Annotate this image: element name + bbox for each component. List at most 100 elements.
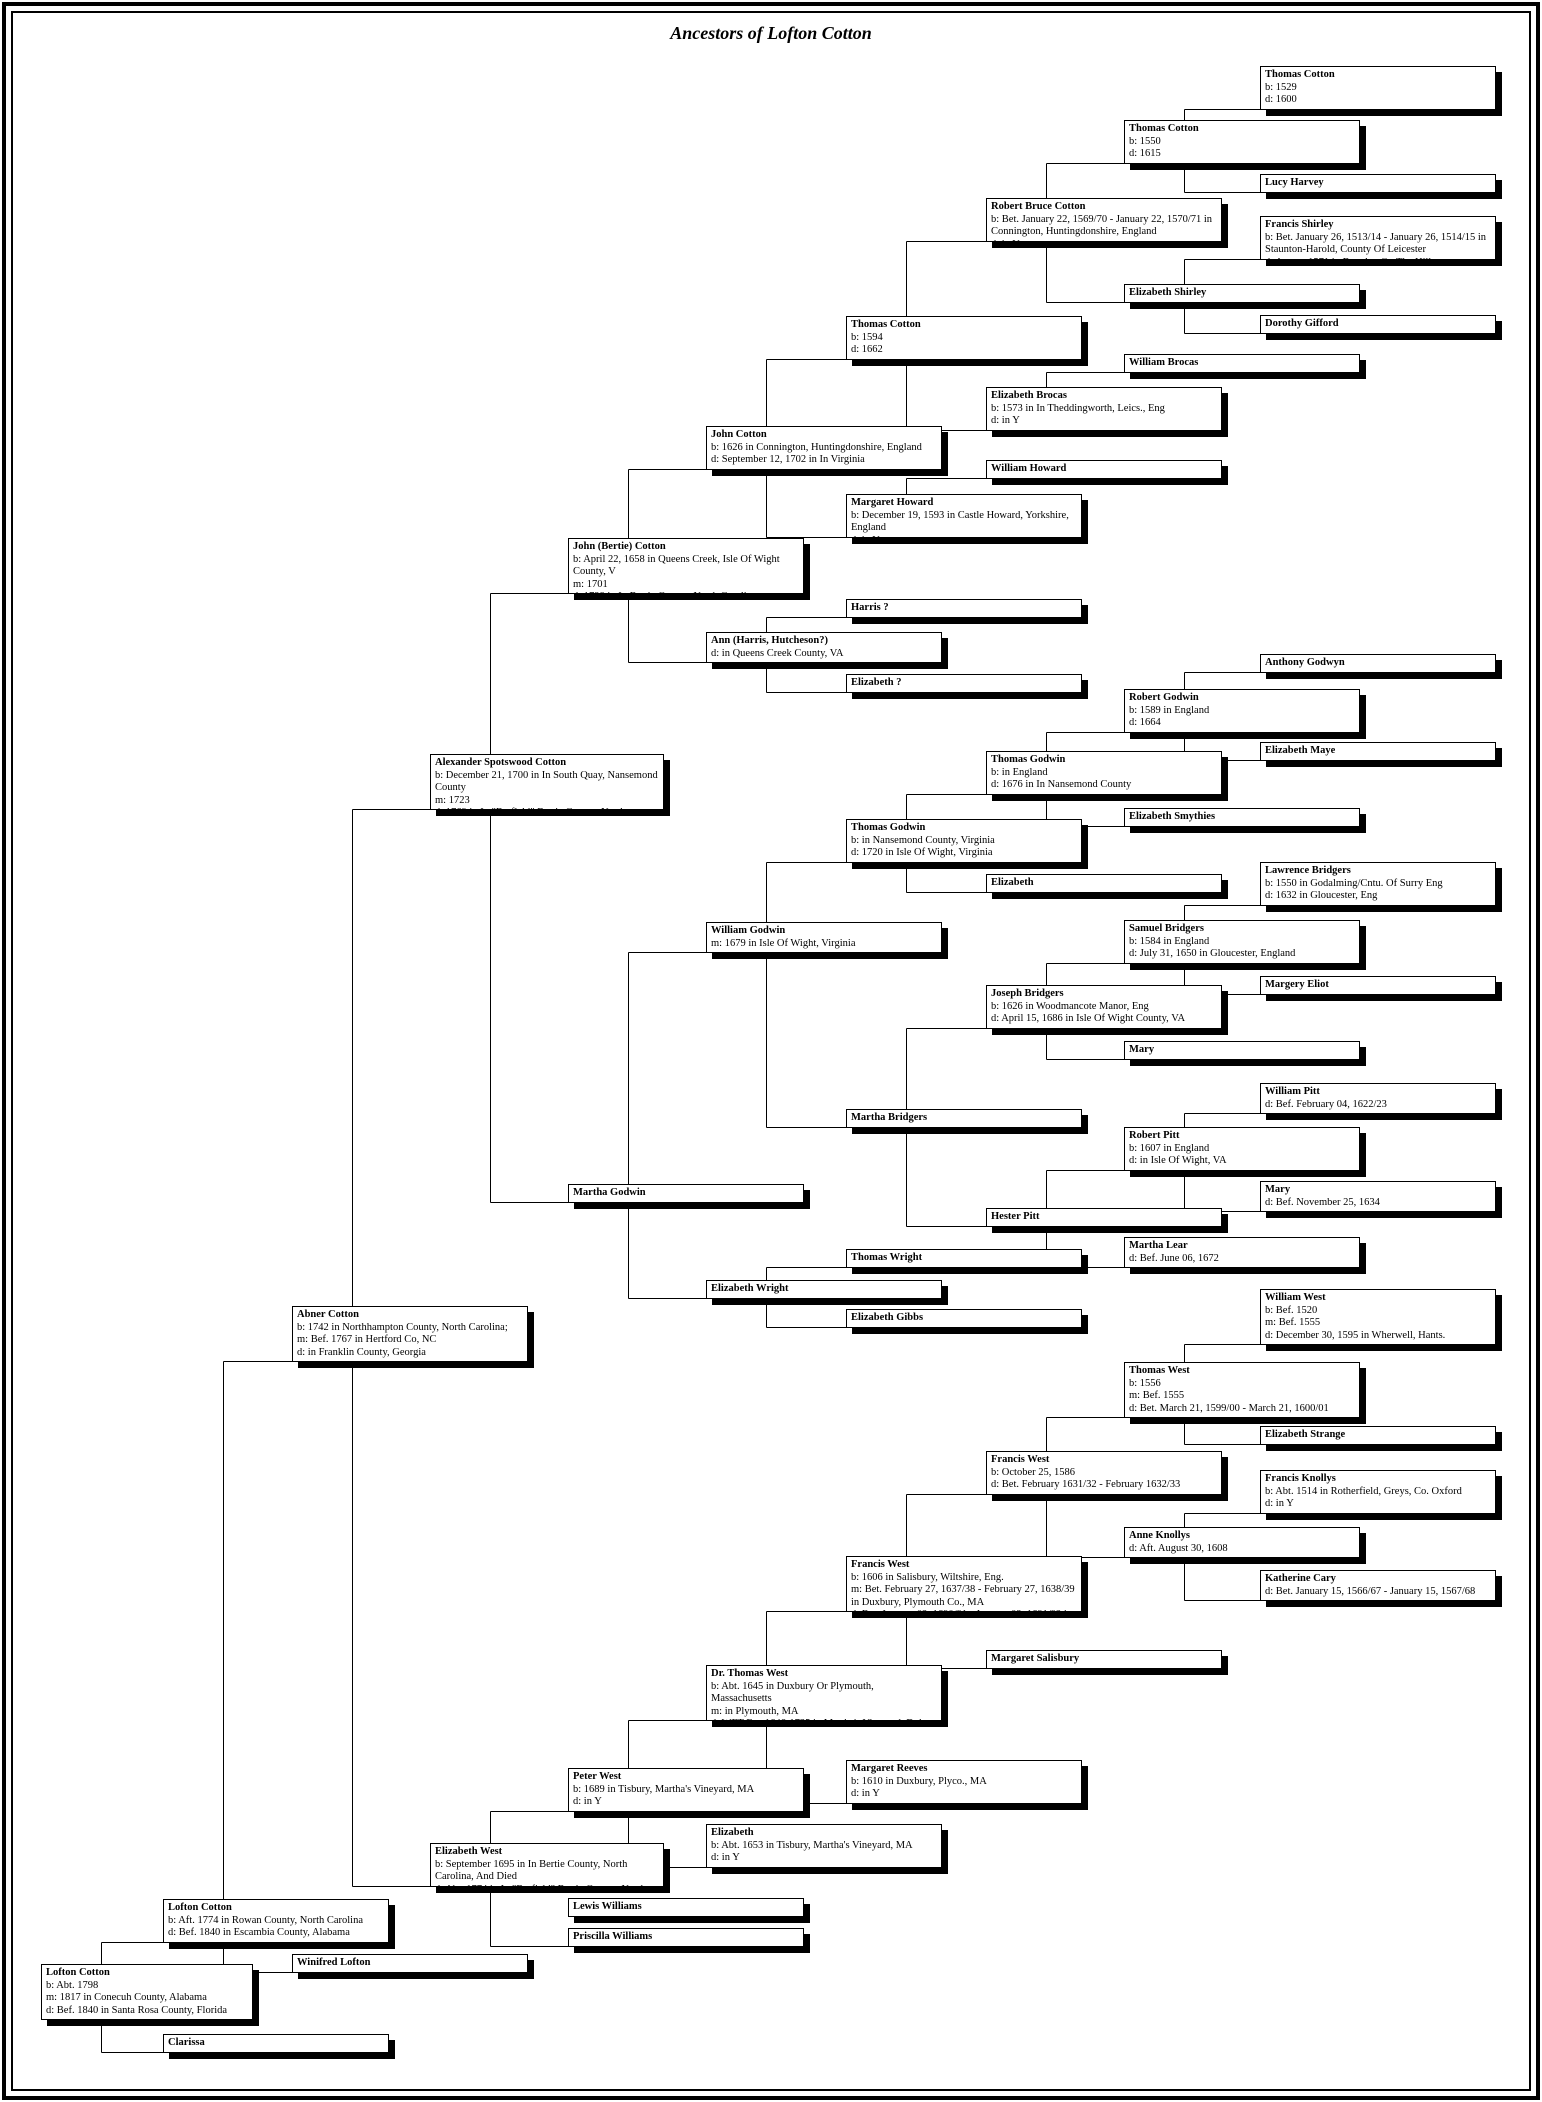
person-name: Margaret Reeves — [851, 1763, 928, 1774]
person-name: Margery Eliot — [1265, 979, 1329, 990]
person-detail: b: December 19, 1593 in Castle Howard, Y… — [851, 509, 1069, 534]
person-detail: b: 1607 in England — [1129, 1142, 1210, 1154]
person-name: John Cotton — [711, 429, 767, 440]
person-detail: d: in Y — [851, 1788, 880, 1800]
inner-border — [11, 11, 1531, 2091]
person-name: Joseph Bridgers — [991, 988, 1064, 999]
person-detail: d: August 1571 in Breedon On The Hill — [1265, 257, 1491, 259]
person-box: Harris ? — [846, 599, 1082, 618]
person-detail: b: 1584 in England — [1129, 935, 1210, 947]
person-name: Thomas Godwin — [851, 822, 926, 833]
person-name: William Howard — [991, 463, 1067, 474]
person-name: Hester Pitt — [991, 1211, 1040, 1222]
person-box: Priscilla Williams — [568, 1928, 804, 1947]
person-name: Elizabeth Gibbs — [851, 1312, 924, 1323]
person-name: Lofton Cotton — [46, 1967, 110, 1978]
person-box: Elizabeth Shirley — [1124, 284, 1360, 303]
person-name: Katherine Cary — [1265, 1573, 1336, 1584]
person-name: Mary — [1265, 1184, 1291, 1195]
person-box: Elizabeth Strange — [1260, 1426, 1496, 1445]
person-name: William Pitt — [1265, 1086, 1320, 1097]
person-detail: d: December 30, 1595 in Wherwell, Hants. — [1265, 1329, 1446, 1341]
person-name: Anthony Godwyn — [1265, 657, 1345, 668]
person-detail: d: April 15, 1686 in Isle Of Wight Count… — [991, 1013, 1186, 1025]
person-detail: d: Bet. January 02, 1690/91 - January 02… — [851, 1609, 1077, 1611]
person-detail: m: Bef. 1555 — [1265, 1317, 1321, 1329]
person-detail: d: in Franklin County, Georgia — [297, 1346, 426, 1358]
person-name: Martha Bridgers — [851, 1112, 928, 1123]
person-detail: d: Bef. June 06, 1672 — [1129, 1252, 1219, 1264]
person-name: Winifred Lofton — [297, 1957, 371, 1968]
person-name: Lewis Williams — [573, 1901, 642, 1912]
person-detail: d: 1600 — [1265, 94, 1297, 106]
person-detail: m: 1723 — [435, 794, 470, 806]
person-detail: d: WFT Est. 1646-1735 in Martha's Vineya… — [711, 1718, 937, 1720]
person-name: Ann (Harris, Hutcheson?) — [711, 635, 828, 646]
person-detail: b: Abt. 1798 — [46, 1979, 99, 1991]
person-box: Martha Godwin — [568, 1184, 804, 1203]
person-name: Thomas Cotton — [851, 319, 921, 330]
person-name: Peter West — [573, 1771, 622, 1782]
person-name: Abner Cotton — [297, 1309, 359, 1320]
person-name: William West — [1265, 1292, 1326, 1303]
person-detail: d: Bef. 1840 in Escambia County, Alabama — [168, 1927, 350, 1939]
person-detail: b: Abt. 1514 in Rotherfield, Greys, Co. … — [1265, 1485, 1462, 1497]
person-detail: m: 1701 — [573, 578, 608, 590]
person-name: Dr. Thomas West — [711, 1668, 789, 1679]
person-detail: d: 1676 in In Nansemond County — [991, 779, 1132, 791]
person-box: Lewis Williams — [568, 1898, 804, 1917]
person-name: Alexander Spotswood Cotton — [435, 757, 567, 768]
person-detail: d: in Isle Of Wight, VA — [1129, 1155, 1227, 1167]
person-box: Hester Pitt — [986, 1208, 1222, 1227]
person-detail: d: Bet. March 21, 1599/00 - March 21, 16… — [1129, 1402, 1329, 1414]
person-detail: d: 1728 in In Bertie County, North Carol… — [573, 591, 799, 593]
person-detail: d: in Y — [991, 415, 1020, 427]
person-name: Elizabeth Shirley — [1129, 287, 1207, 298]
person-detail: d: in Y — [851, 535, 1077, 537]
person-detail: d: July 31, 1650 in Gloucester, England — [1129, 948, 1296, 960]
person-detail: d: Bef. February 04, 1622/23 — [1265, 1098, 1387, 1110]
person-detail: m: 1679 in Isle Of Wight, Virginia — [711, 937, 856, 949]
person-detail: b: 1550 in Godalming/Cntu. Of Surry Eng — [1265, 877, 1443, 889]
person-name: Martha Lear — [1129, 1240, 1188, 1251]
person-detail: d: 1662 — [851, 344, 883, 356]
person-detail: d: in Queens Creek County, VA — [711, 647, 844, 659]
person-detail: b: Aft. 1774 in Rowan County, North Caro… — [168, 1914, 364, 1926]
person-box: William Howard — [986, 460, 1222, 479]
person-detail: b: Abt. 1645 in Duxbury Or Plymouth, Mas… — [711, 1680, 874, 1705]
person-name: Robert Bruce Cotton — [991, 201, 1086, 212]
person-name: Elizabeth ? — [851, 677, 902, 688]
person-detail: b: Abt. 1653 in Tisbury, Martha's Vineya… — [711, 1839, 913, 1851]
person-detail: d: Bef. 1840 in Santa Rosa County, Flori… — [46, 2004, 228, 2016]
person-detail: d: 1632 in Gloucester, Eng — [1265, 890, 1378, 902]
person-detail: m: Bet. February 27, 1637/38 - February … — [851, 1584, 1075, 1608]
person-box: Mary — [1124, 1041, 1360, 1060]
person-detail: b: 1626 in Connington, Huntingdonshire, … — [711, 441, 922, 453]
person-box: Clarissa — [163, 2034, 389, 2053]
person-detail: d: in Y — [991, 239, 1217, 241]
person-box: William Brocas — [1124, 354, 1360, 373]
person-detail: d: in Y — [1265, 1498, 1294, 1510]
person-name: Martha Godwin — [573, 1187, 646, 1198]
person-box: Ann (Harris, Hutcheson?)d: in Queens Cre… — [706, 632, 942, 663]
person-detail: b: April 22, 1658 in Queens Creek, Isle … — [573, 553, 780, 578]
person-name: Clarissa — [168, 2037, 205, 2048]
